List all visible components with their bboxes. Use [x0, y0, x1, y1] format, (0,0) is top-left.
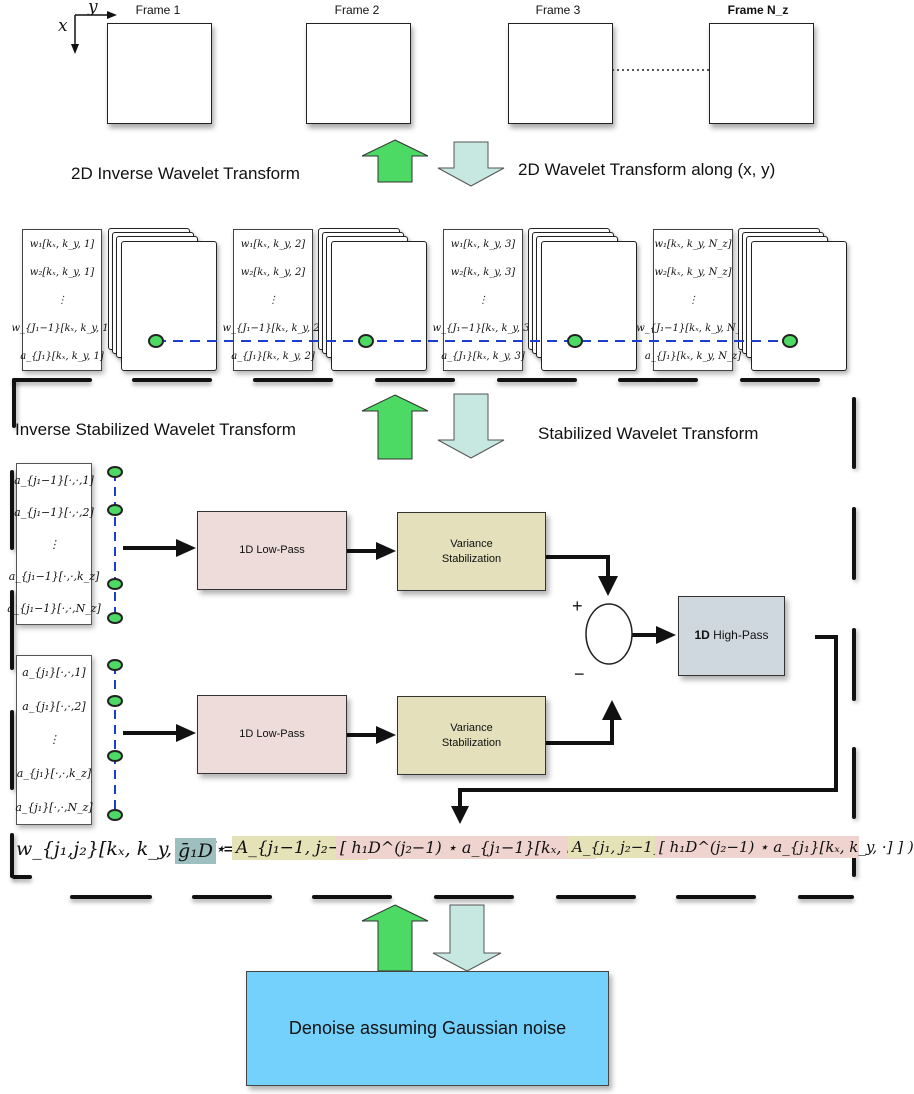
flow-connectors [123, 539, 838, 824]
coefficient-column-2: w₁[kₓ, k_y, 2]w₂[kₓ, k_y, 2]⋮w_{J₁−1}[kₓ… [223, 229, 323, 371]
equation-a-term-2: A_{j₁, j₂−1} [568, 836, 667, 858]
stabilized-arrow-icon [437, 393, 505, 459]
coefficient-column-3: w₁[kₓ, k_y, 3]w₂[kₓ, k_y, 3]⋮w_{J₁−1}[kₓ… [433, 229, 533, 371]
lowpass-block-upper: 1D Low-Pass [197, 511, 347, 590]
dashed-border-segment [375, 378, 455, 382]
y-axis-label: y [88, 0, 98, 17]
coefficient-column-nz: w₁[kₓ, k_y, N_z]w₂[kₓ, k_y, N_z]⋮w_{J₁−1… [636, 229, 750, 371]
dashed-border-segment [556, 895, 636, 899]
frame-2 [306, 23, 411, 124]
dashed-border-segment [10, 833, 14, 878]
dashed-border-segment [798, 895, 854, 899]
dashed-border-segment [10, 470, 14, 550]
dashed-border-segment [852, 397, 856, 469]
frame-nz-title: Frame N_z [727, 3, 789, 17]
approximation-column-lower: a_{j₁}[·,·,1]a_{j₁}[·,·,2]⋮a_{j₁}[·,·,k_… [15, 655, 93, 825]
arrow-head-icon [451, 806, 469, 824]
dashed-border-segment [132, 378, 212, 382]
dashed-border-segment [676, 895, 756, 899]
summing-junction [585, 603, 633, 665]
arrow-head-icon [176, 724, 196, 742]
coefficient-dot [358, 334, 374, 348]
subband-stack-2 [318, 228, 427, 371]
lowpass-block-lower: 1D Low-Pass [197, 695, 347, 774]
coefficient-link [148, 334, 800, 348]
axes-indicator [71, 11, 117, 54]
dashed-border-segment [70, 895, 152, 899]
equation-bracket-term-2: [ h₁D^(j₂−1) ⋆ a_{j₁}[kₓ, k_y, ·] ] ) [655, 836, 914, 858]
equation-bracket-term-1: [ h₁D^(j₂−1) ⋆ a_{j₁−1}[kₓ, k_y, ·] ] [336, 836, 624, 859]
dashed-border-segment [312, 895, 392, 899]
dashed-border-segment [852, 747, 856, 819]
approximation-column-upper: a_{j₁−1}[·,·,1]a_{j₁−1}[·,·,2]⋮a_{j₁−1}[… [7, 463, 101, 625]
inverse-stabilized-label: Inverse Stabilized Wavelet Transform [15, 420, 296, 439]
forward-2d-arrow-icon [437, 141, 505, 187]
frame-3 [508, 23, 613, 124]
dashed-border-segment [12, 378, 92, 382]
dashed-border-segment [852, 507, 856, 580]
sample-dot [107, 504, 123, 516]
dashed-border-segment [12, 875, 32, 879]
coefficient-dot [782, 334, 798, 348]
frame-2-title: Frame 2 [334, 3, 380, 17]
dashed-border-segment [10, 590, 14, 670]
coefficient-dot [567, 334, 583, 348]
frame-3-title: Frame 3 [535, 3, 581, 17]
inverse-stabilized-arrow-icon [361, 394, 429, 460]
frame-nz [709, 23, 814, 124]
arrow-head-icon [656, 626, 676, 644]
subband-stack-nz [738, 228, 847, 371]
denoise-block: Denoise assuming Gaussian noise [246, 971, 609, 1086]
sample-dot [107, 612, 123, 624]
dashed-border-segment [497, 378, 577, 382]
sample-dot [107, 750, 123, 762]
dashed-border-segment [10, 710, 14, 790]
sample-dot [107, 659, 123, 671]
minus-sign: − [574, 664, 585, 684]
subband-stack-1 [108, 228, 217, 371]
inverse-to-coefficients-arrow-icon [361, 904, 429, 972]
inverse-2d-arrow-icon [361, 139, 429, 183]
y-axis-arrow-icon [107, 11, 117, 19]
dashed-border-segment [852, 628, 856, 701]
x-axis-arrow-icon [71, 44, 79, 54]
arrow-head-icon [376, 726, 396, 744]
coefficient-dot [148, 334, 164, 348]
arrow-head-icon [598, 576, 618, 596]
forward-to-denoise-arrow-icon [432, 904, 502, 972]
sample-dot [107, 809, 123, 821]
frame-ellipsis-line [612, 69, 710, 71]
sample-dot [107, 466, 123, 478]
approximation-links [107, 466, 123, 821]
subband-stack-3 [528, 228, 637, 371]
frame-1 [107, 23, 212, 124]
equation-g-term: ḡ₁D [175, 838, 217, 864]
forward-2d-label: 2D Wavelet Transform along (x, y) [518, 160, 776, 179]
frame-1-title: Frame 1 [135, 3, 181, 17]
x-axis-label: x [58, 16, 68, 36]
stabilized-label: Stabilized Wavelet Transform [538, 424, 759, 443]
dashed-border-segment [253, 378, 333, 382]
dashed-border-segment [192, 895, 272, 899]
dashed-border-segment [740, 378, 820, 382]
highpass-block: 1D High-Pass [678, 596, 785, 676]
arrow-head-icon [376, 542, 396, 560]
arrow-head-icon [176, 539, 196, 557]
inverse-2d-label: 2D Inverse Wavelet Transform [71, 164, 300, 183]
dashed-border-segment [434, 895, 514, 899]
plus-sign: + [572, 596, 583, 616]
sample-dot [107, 695, 123, 707]
coefficient-column-1: w₁[kₓ, k_y, 1]w₂[kₓ, k_y, 1]⋮w_{J₁−1}[kₓ… [12, 229, 112, 371]
arrow-head-icon [602, 700, 622, 720]
dashed-border-segment [12, 378, 16, 428]
sample-dot [107, 578, 123, 590]
dashed-border-segment [852, 855, 856, 877]
dashed-border-segment [618, 378, 698, 382]
